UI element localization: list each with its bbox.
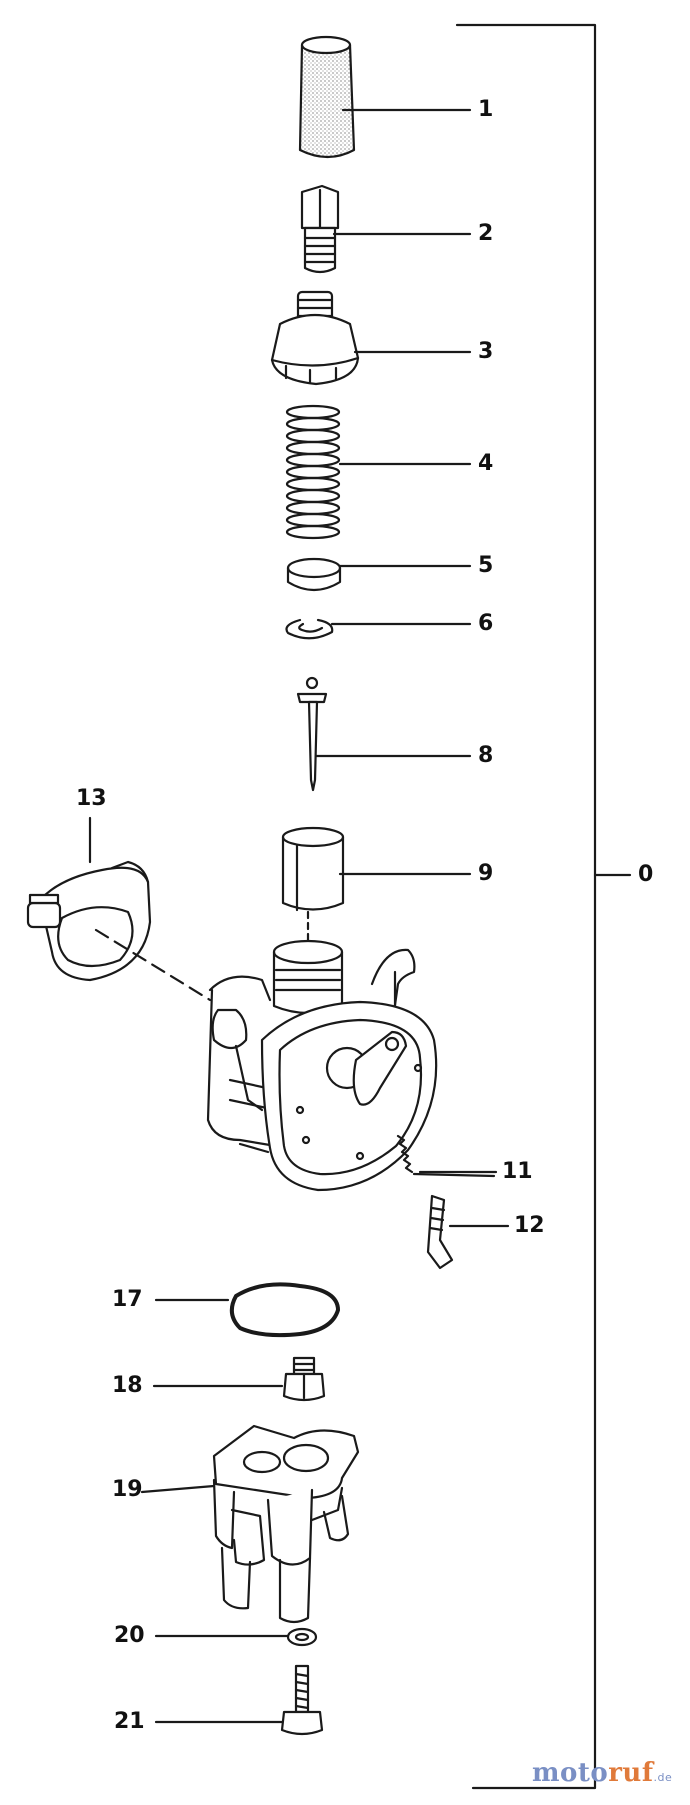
part-13-clamp — [26, 816, 212, 1002]
watermark-text-a: moto — [532, 1758, 609, 1788]
part-2-adjusting-screw — [300, 184, 472, 274]
part-8-jet-needle — [296, 676, 472, 792]
callout-5: 5 — [478, 553, 494, 578]
callout-13: 13 — [76, 786, 107, 811]
callout-20: 20 — [114, 1623, 145, 1648]
callout-9: 9 — [478, 861, 494, 886]
watermark-text-b: ruf — [608, 1758, 654, 1788]
part-4-spring — [285, 404, 472, 540]
callout-19: 19 — [112, 1477, 143, 1502]
part-6-clip — [285, 618, 472, 640]
callout-1: 1 — [478, 97, 494, 122]
carburetor-body — [206, 910, 438, 1192]
part-1-filter-sleeve — [298, 35, 472, 159]
callout-4: 4 — [478, 451, 494, 476]
callout-0: 0 — [638, 862, 654, 887]
callout-11: 11 — [502, 1159, 533, 1184]
part-19-float-chamber — [140, 1424, 360, 1624]
callout-6: 6 — [478, 611, 494, 636]
callout-18: 18 — [112, 1373, 143, 1398]
part-20-washer — [154, 1627, 318, 1647]
part-3-chamber-cap — [270, 290, 472, 386]
part-11-spring — [396, 1134, 496, 1178]
callout-2: 2 — [478, 221, 494, 246]
callout-21: 21 — [114, 1709, 145, 1734]
part-9-throttle-slide — [281, 826, 472, 912]
part-12-idle-screw — [426, 1194, 510, 1270]
callout-8: 8 — [478, 743, 494, 768]
assembly-bracket — [455, 23, 632, 1790]
part-17-gasket — [154, 1282, 340, 1338]
watermark-text-c: .de — [653, 1771, 673, 1784]
watermark-logo: motoruf.de — [532, 1758, 672, 1788]
part-18-main-jet — [152, 1356, 326, 1402]
callout-17: 17 — [112, 1287, 143, 1312]
callout-3: 3 — [478, 339, 494, 364]
callout-12: 12 — [514, 1213, 545, 1238]
part-5-ring — [286, 557, 472, 592]
part-21-drain-screw — [154, 1664, 324, 1736]
